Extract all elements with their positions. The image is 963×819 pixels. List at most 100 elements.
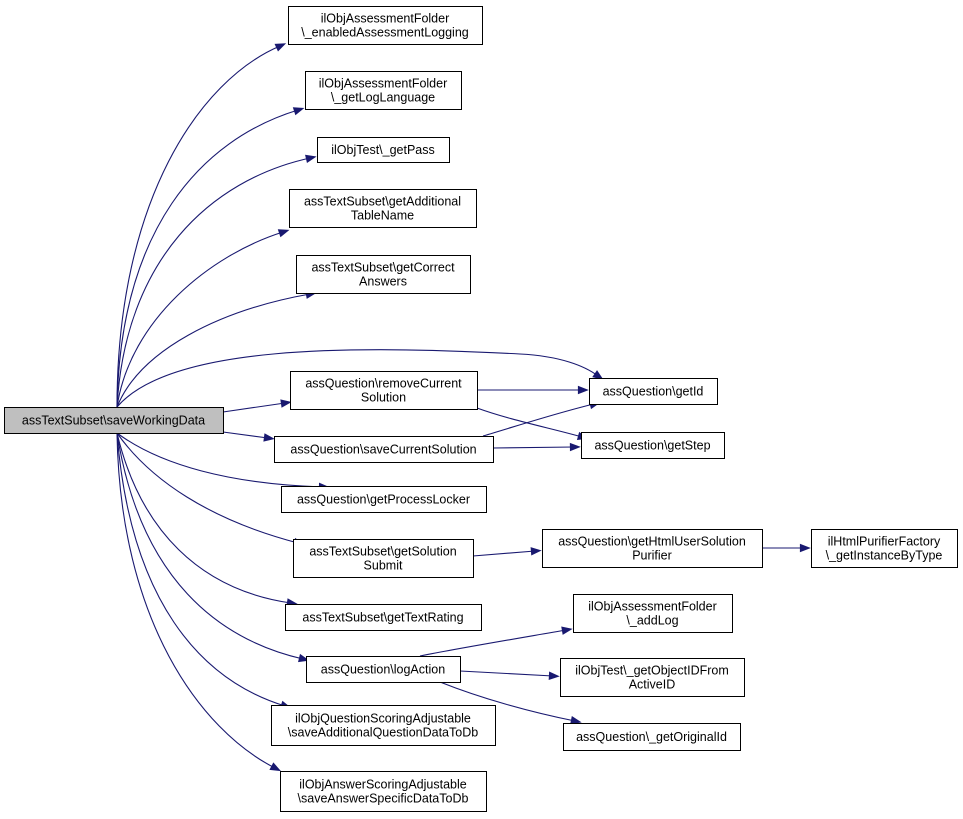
edge-n16-n17-line — [459, 670, 554, 677]
edge-root-n16 — [116, 432, 310, 663]
node-n10-label-0: assQuestion\getProcessLocker — [297, 493, 470, 507]
edge-root-n2-arrowhead — [292, 107, 305, 116]
edge-n6-n7-arrowhead — [577, 385, 589, 395]
edge-n16-n15-arrowhead — [561, 626, 573, 635]
edge-root-n20-arrowhead — [269, 762, 281, 772]
edge-root-n8 — [222, 431, 275, 442]
edge-n8-n7-line — [482, 403, 595, 437]
node-n14[interactable]: assTextSubset\getTextRating — [285, 604, 482, 631]
node-n2[interactable]: ilObjAssessmentFolder\_getLogLanguage — [305, 71, 462, 110]
node-n12-label-0: assQuestion\getHtmlUserSolution — [558, 535, 746, 549]
node-n13-box — [811, 529, 958, 568]
node-n5-label-1: Answers — [359, 275, 407, 289]
node-n16-box — [306, 656, 461, 683]
node-n13[interactable]: ilHtmlPurifierFactory\_getInstanceByType — [811, 529, 958, 568]
edge-root-n14-line — [116, 432, 292, 604]
edge-root-n16-arrowhead — [298, 653, 310, 663]
node-n14-label-0: assTextSubset\getTextRating — [302, 611, 463, 625]
node-root-box — [4, 407, 224, 434]
node-n4-label-1: TableName — [351, 209, 414, 223]
node-root-label-0: assTextSubset\saveWorkingData — [22, 414, 205, 428]
node-n1-box — [288, 6, 483, 45]
node-n19-label-0: ilObjQuestionScoringAdjustable — [295, 712, 471, 726]
edge-root-n11-line — [116, 432, 299, 544]
node-n8-box — [274, 436, 494, 463]
edge-n11-n12-arrowhead — [530, 547, 542, 556]
node-n3-label-0: ilObjTest\_getPass — [331, 143, 435, 157]
edge-root-n19-line — [116, 432, 286, 707]
edge-n16-n17-arrowhead — [548, 671, 560, 681]
node-n18[interactable]: assQuestion\_getOriginalId — [563, 723, 741, 751]
edge-root-n6 — [222, 399, 292, 413]
edge-root-n10-line — [116, 432, 324, 488]
node-n11-label-1: Submit — [364, 559, 403, 573]
edge-n16-n15 — [419, 626, 573, 657]
node-n7[interactable]: assQuestion\getId — [589, 378, 718, 405]
node-n3[interactable]: ilObjTest\_getPass — [317, 137, 450, 163]
edge-n6-n9 — [476, 407, 589, 440]
node-n8[interactable]: assQuestion\saveCurrentSolution — [274, 436, 494, 463]
node-n9-label-0: assQuestion\getStep — [594, 439, 710, 453]
edge-root-n4-line — [116, 231, 284, 408]
edge-root-n6-arrowhead — [280, 399, 292, 408]
edge-root-n1-arrowhead — [274, 43, 287, 52]
node-n11-label-0: assTextSubset\getSolution — [309, 545, 456, 559]
edge-n12-n13-arrowhead — [799, 543, 811, 553]
edge-root-n4-arrowhead — [277, 229, 290, 238]
node-n2-label-0: ilObjAssessmentFolder — [319, 77, 448, 91]
edge-n16-n15-line — [419, 629, 567, 657]
node-n19[interactable]: ilObjQuestionScoringAdjustable\saveAddit… — [271, 705, 496, 746]
node-n15-label-0: ilObjAssessmentFolder — [588, 600, 717, 614]
node-n10-box — [281, 486, 487, 513]
node-root[interactable]: assTextSubset\saveWorkingData — [4, 407, 224, 434]
edge-root-n5 — [116, 290, 317, 408]
node-n16-label-0: assQuestion\logAction — [321, 663, 445, 677]
node-n6-label-0: assQuestion\removeCurrent — [305, 377, 462, 391]
edge-root-n20-line — [116, 432, 276, 769]
edge-root-n3-arrowhead — [305, 154, 317, 164]
edge-n12-n13 — [762, 543, 811, 553]
edge-root-n4 — [116, 229, 290, 408]
edges-layer — [116, 43, 811, 772]
node-n20-box — [280, 771, 487, 812]
node-n2-label-1: \_getLogLanguage — [331, 91, 435, 105]
edge-n8-n9 — [492, 442, 581, 452]
edge-root-n2 — [116, 107, 305, 408]
node-n12-box — [542, 529, 763, 568]
edge-n8-n9-line — [492, 446, 575, 449]
node-n20-label-1: \saveAnswerSpecificDataToDb — [298, 792, 469, 806]
edge-root-n1 — [116, 43, 287, 408]
node-n15[interactable]: ilObjAssessmentFolder\_addLog — [573, 594, 733, 633]
node-n6-label-1: Solution — [361, 391, 406, 405]
edge-n8-n9-arrowhead — [569, 442, 581, 452]
edge-root-n5-line — [116, 293, 311, 408]
edge-n6-n7 — [477, 385, 589, 395]
node-n16[interactable]: assQuestion\logAction — [306, 656, 461, 683]
node-n17-label-1: ActiveID — [629, 678, 676, 692]
node-n9[interactable]: assQuestion\getStep — [581, 432, 725, 459]
node-n13-label-0: ilHtmlPurifierFactory — [828, 535, 941, 549]
edge-root-n14 — [116, 432, 298, 607]
node-n18-box — [563, 723, 741, 751]
node-n11-box — [293, 539, 474, 578]
node-n1[interactable]: ilObjAssessmentFolder\_enabledAssessment… — [288, 6, 483, 45]
node-n4-box — [289, 189, 477, 228]
node-n9-box — [581, 432, 725, 459]
node-n10[interactable]: assQuestion\getProcessLocker — [281, 486, 487, 513]
node-n17-label-0: ilObjTest\_getObjectIDFrom — [575, 664, 729, 678]
edge-n6-n9-line — [476, 407, 583, 438]
edge-n8-n7 — [482, 400, 601, 437]
node-n20[interactable]: ilObjAnswerScoringAdjustable\saveAnswerS… — [280, 771, 487, 812]
node-n3-box — [317, 137, 450, 163]
edge-root-n6-line — [222, 402, 286, 413]
node-n8-label-0: assQuestion\saveCurrentSolution — [290, 443, 476, 457]
node-n5-label-0: assTextSubset\getCorrect — [311, 261, 455, 275]
